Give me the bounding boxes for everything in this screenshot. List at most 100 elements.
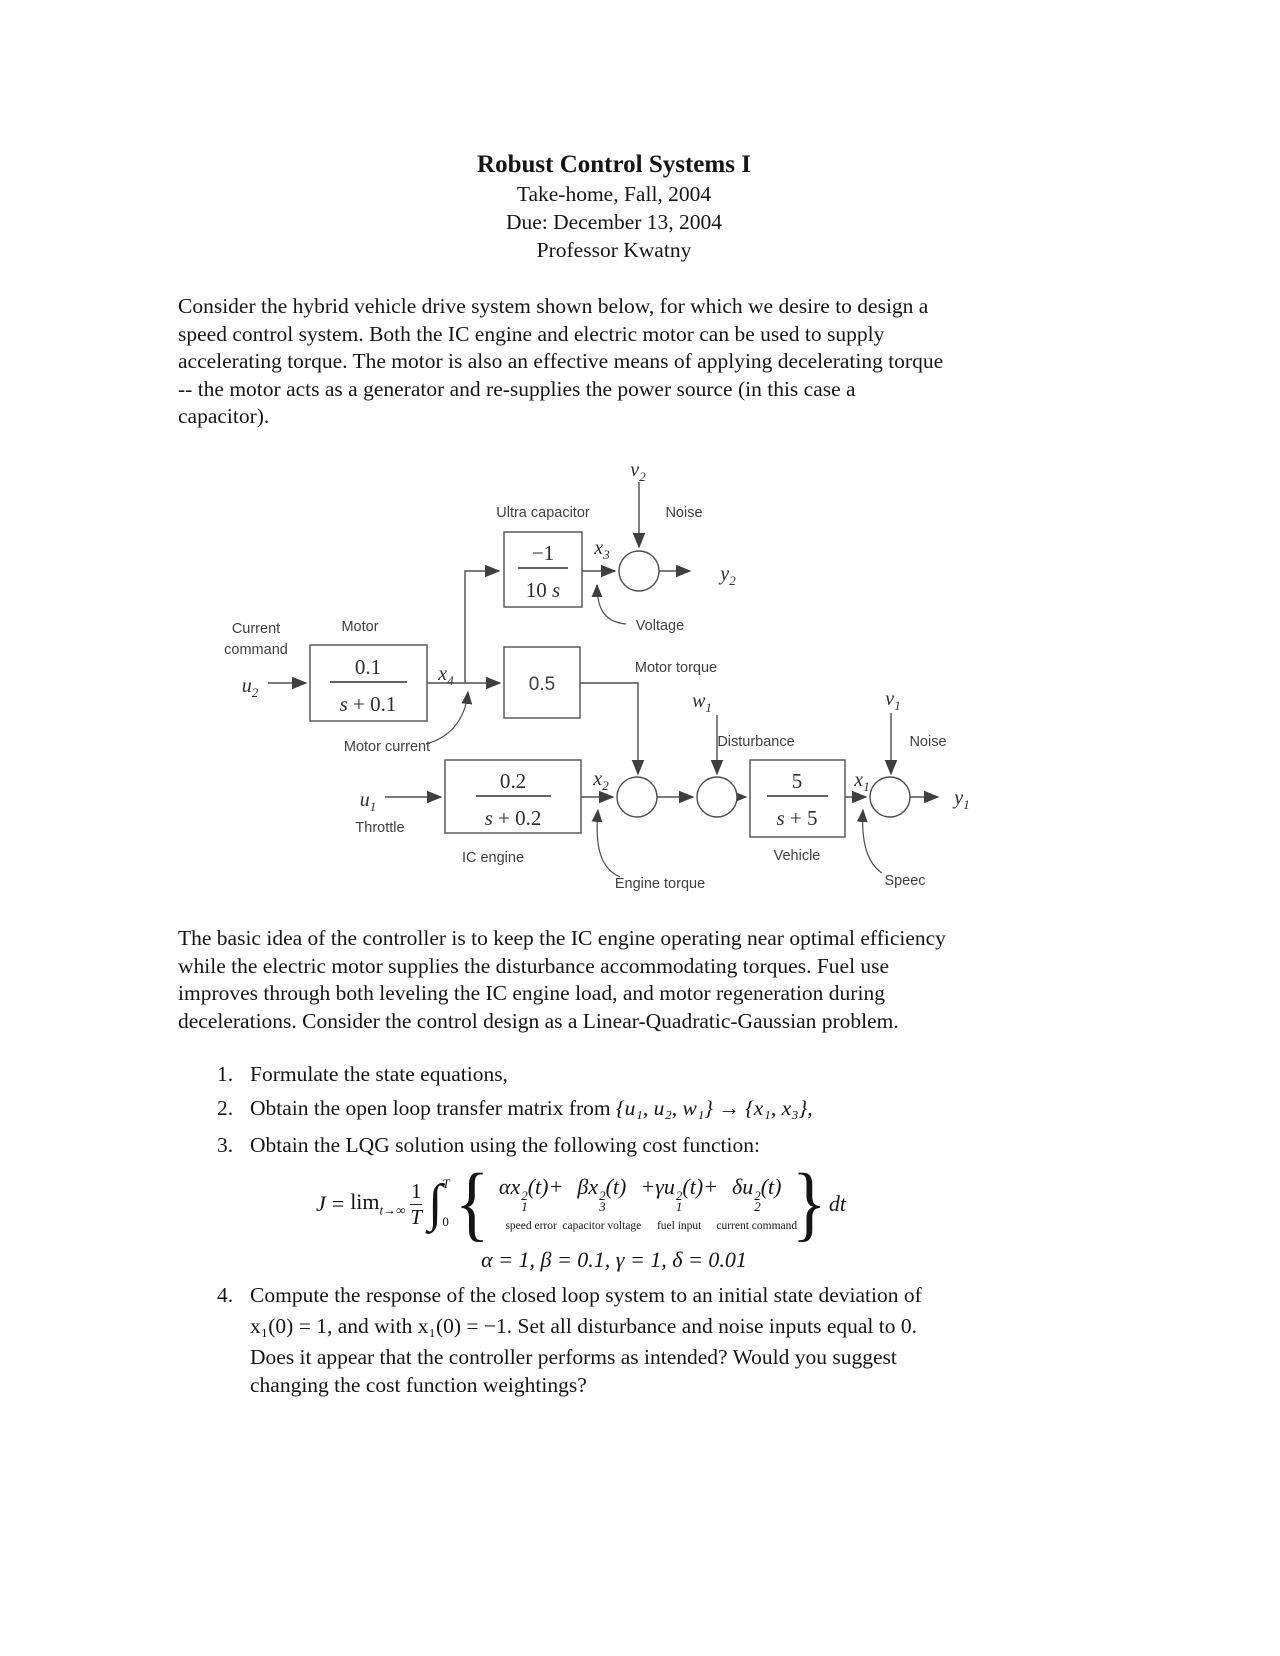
ultra-capacitor-label: Ultra capacitor (496, 505, 590, 521)
formula-integral: ∫ T 0 (428, 1175, 449, 1233)
diagram-labels: Ultra capacitor Noise Voltage Current co… (224, 505, 946, 892)
motor-label: Motor (341, 619, 378, 635)
title-block: Robust Control Systems I Take-home, Fall… (178, 150, 1050, 264)
current-command-label-1: Current (232, 621, 280, 637)
intro-paragraph: Consider the hybrid vehicle drive system… (178, 293, 943, 431)
noise-right-label: Noise (909, 734, 946, 750)
formula-J: J (316, 1191, 326, 1216)
block-contents: −1 10 s 0.1 s + 0.1 0.5 0.2 s + 0.2 5 s … (340, 541, 818, 830)
controller-line: decelerations. Consider the control desi… (178, 1008, 899, 1033)
vehicle-denominator: s + 5 (776, 806, 817, 830)
close-brace: } (791, 1157, 826, 1250)
task-4-line-4: changing the cost function weightings? (250, 1373, 587, 1397)
throttle-label: Throttle (355, 820, 404, 836)
intro-line: accelerating torque. The motor is also a… (178, 349, 944, 373)
speed-label: Speec (884, 873, 925, 889)
signal-x2: x2 (592, 768, 609, 793)
controller-paragraph: The basic idea of the controller is to k… (178, 925, 946, 1035)
ultra-cap-numerator: −1 (532, 541, 554, 565)
gain-block (503, 646, 581, 719)
sum-junction-voltage (618, 550, 660, 592)
task-number-3: 3. (217, 1133, 234, 1157)
controller-line: The basic idea of the controller is to k… (178, 926, 946, 950)
weighting-values: α = 1, β = 0.1, γ = 1, δ = 0.01 (481, 1247, 747, 1272)
integral-upper: T (442, 1176, 450, 1191)
signal-x4: x4 (437, 663, 454, 688)
signal-v1: v1 (885, 688, 900, 713)
diagram-lines (268, 482, 940, 804)
task-number-4: 4. (217, 1283, 234, 1307)
callout-leaders (425, 583, 883, 878)
task-2-math: {u₁, u₂, w₁} → {x₁, x₃}, (616, 1096, 813, 1120)
task-item-4: 4. Compute the response of the closed lo… (217, 1281, 922, 1399)
task-text-2: Obtain the open loop transfer matrix fro… (250, 1096, 616, 1120)
task-4-line-3: Does it appear that the controller perfo… (250, 1345, 897, 1369)
motor-numerator: 0.1 (355, 655, 381, 679)
ultra-cap-denominator: 10 s (526, 578, 560, 602)
signal-y1: y1 (952, 787, 969, 812)
intro-line: Consider the hybrid vehicle drive system… (178, 294, 929, 318)
engine-torque-label: Engine torque (615, 876, 705, 892)
sum-junction-speed (869, 776, 911, 818)
fraction-bar (410, 1203, 423, 1205)
sum-junction-torque (616, 776, 658, 818)
integral-sign: ∫ (428, 1175, 443, 1232)
vehicle-block (749, 759, 846, 838)
ic-numerator: 0.2 (500, 769, 526, 793)
controller-line: while the electric motor supplies the di… (178, 953, 890, 978)
signal-w1: w1 (692, 690, 712, 715)
ic-engine-label: IC engine (462, 850, 524, 866)
formula-equals: = (331, 1191, 345, 1216)
formula-fraction: 1 T (410, 1178, 423, 1230)
term-3-label: fuel input (656, 1220, 702, 1232)
integral-lower: 0 (442, 1214, 449, 1229)
controller-line: improves through both leveling the IC en… (178, 981, 885, 1005)
subtitle-professor: Professor Kwatny (536, 238, 692, 262)
motor-current-label: Motor current (344, 739, 430, 755)
task-4-line-2: x₁(0) = 1, and with x₁(0) = −1. Set all … (250, 1314, 917, 1338)
intro-line: speed control system. Both the IC engine… (178, 321, 885, 346)
ultra-capacitor-block (503, 531, 583, 608)
motor-block (309, 644, 428, 722)
subtitle-takehome: Take-home, Fall, 2004 (516, 182, 712, 206)
task-4-line-1: Compute the response of the closed loop … (250, 1283, 922, 1307)
signal-u1: u1 (360, 789, 377, 814)
signal-y2: y2 (718, 563, 736, 588)
voltage-label: Voltage (636, 618, 684, 634)
formula-lim-sub: t→∞ (379, 1202, 406, 1218)
sum-junction-disturbance (696, 776, 738, 818)
task-number-2: 2. (217, 1096, 234, 1120)
task-number-1: 1. (217, 1062, 234, 1086)
page-title: Robust Control Systems I (477, 151, 751, 178)
summing-junctions (616, 550, 911, 818)
block-diagram: −1 10 s 0.1 s + 0.1 0.5 0.2 s + 0.2 5 s … (224, 459, 970, 892)
task-4-body: Compute the response of the closed loop … (250, 1281, 922, 1399)
term-2-label: capacitor voltage (562, 1220, 642, 1232)
vehicle-label: Vehicle (774, 848, 821, 864)
ic-denominator: s + 0.2 (485, 806, 542, 830)
task-item-3: 3.Obtain the LQG solution using the foll… (217, 1133, 760, 1158)
formula-dt: dt (828, 1191, 846, 1216)
intro-line: -- the motor acts as a generator and re-… (178, 376, 856, 401)
term-1-label: speed error (505, 1220, 557, 1232)
intro-line: capacitor). (178, 404, 270, 428)
task-item-1: 1. Formulate the state equations, (217, 1062, 508, 1087)
formula-lim: limt→∞ (350, 1189, 406, 1218)
task-text-1: Formulate the state equations, (250, 1062, 508, 1086)
open-brace: { (454, 1157, 489, 1250)
signal-labels: v2 x3 y2 u2 x4 w1 v1 u1 x2 x1 y1 (242, 459, 970, 814)
task-item-2: 2. Obtain the open loop transfer matrix f… (217, 1096, 813, 1121)
signal-x1: x1 (853, 769, 869, 794)
fraction-numerator: 1 (411, 1178, 422, 1203)
motor-torque-label: Motor torque (635, 660, 717, 676)
gain-value: 0.5 (529, 674, 555, 695)
signal-x3: x3 (593, 537, 610, 562)
noise-top-label: Noise (665, 505, 702, 521)
signal-v2: v2 (630, 459, 646, 484)
disturbance-label: Disturbance (717, 734, 794, 750)
